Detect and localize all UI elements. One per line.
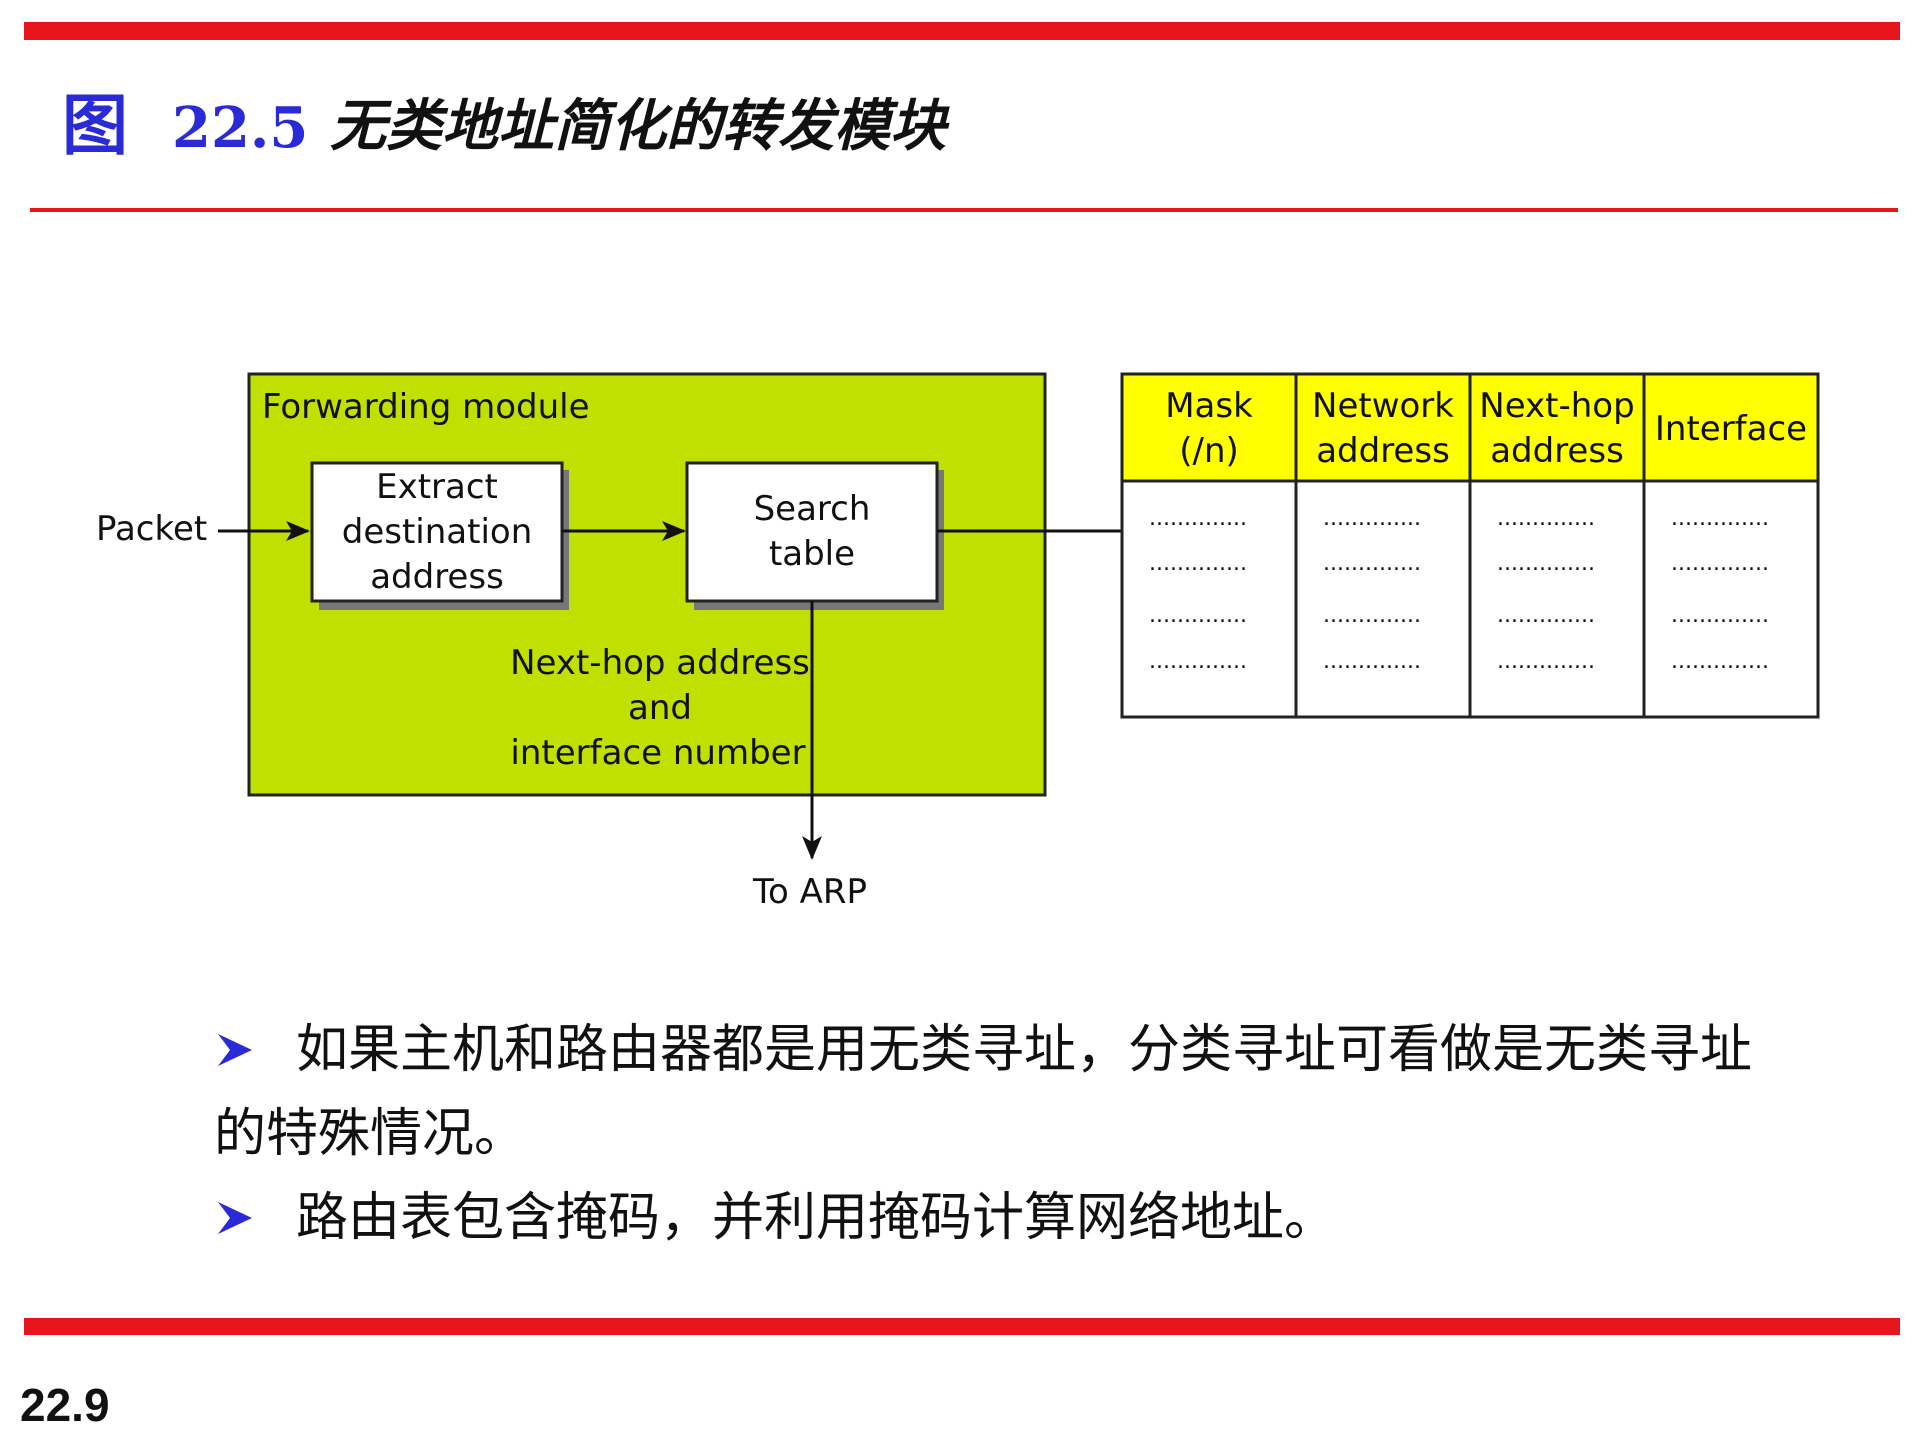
bullet-text: 路由表包含掩码，并利用掩码计算网络地址。 [296,1188,1337,1248]
to-arp-label: To ARP [752,872,867,912]
routing-table: Mask (/n) Network address Next-hop addre… [1120,372,1820,719]
header-mask-line-2: (/n) [1179,431,1239,471]
output-label-line-3: interface number [510,733,805,773]
header-interface: Interface [1655,409,1807,449]
bullet-item: 如果主机和路由器都是用无类寻址，分类寻址可看做是无类寻址的特殊情况。 [214,1008,1774,1176]
header-network-line-1: Network [1312,386,1454,426]
extract-line-1: Extract [376,467,498,507]
figure-number: 22.5 [172,95,309,161]
header-nexthop-line-1: Next-hop [1479,386,1634,426]
header-network-line-2: address [1316,431,1450,471]
table-cell: .............. [1323,506,1421,531]
extract-line-3: address [370,557,504,597]
extract-line-2: destination [342,512,533,552]
table-cell: .............. [1323,649,1421,674]
table-cell: .............. [1149,506,1247,531]
table-body: .............. .............. ..........… [1149,506,1769,674]
search-table-box [685,461,939,603]
figure-label: 图 [62,86,128,164]
table-cell: .............. [1323,603,1421,628]
figure-title: 无类地址简化的转发模块 [330,93,946,159]
table-cell: .............. [1671,551,1769,576]
top-accent-bar [24,22,1900,40]
table-cell: .............. [1497,649,1595,674]
table-cell: .............. [1497,551,1595,576]
output-label-line-1: Next-hop address [510,643,810,683]
table-cell: .............. [1671,506,1769,531]
bullet-text: 如果主机和路由器都是用无类寻址，分类寻址可看做是无类寻址的特殊情况。 [214,1020,1753,1164]
module-label: Forwarding module [262,387,590,427]
page-number: 22.9 [20,1379,110,1431]
table-cell: .............. [1671,649,1769,674]
table-cell: .............. [1497,506,1595,531]
search-line-2: table [769,534,855,574]
arrow-bullet-icon [218,1034,252,1066]
packet-label: Packet [96,509,207,549]
table-cell: .............. [1149,649,1247,674]
table-cell: .............. [1149,603,1247,628]
output-label-line-2: and [628,688,692,728]
search-line-1: Search [754,489,871,529]
header-nexthop-line-2: address [1490,431,1624,471]
header-mask-line-1: Mask [1165,386,1253,426]
bottom-accent-bar [24,1318,1900,1335]
table-cell: .............. [1671,603,1769,628]
table-cell: .............. [1323,551,1421,576]
title-rule [30,208,1898,212]
bullet-item: 路由表包含掩码，并利用掩码计算网络地址。 [214,1176,1774,1260]
table-cell: .............. [1497,603,1595,628]
arrow-bullet-icon [218,1202,252,1234]
table-cell: .............. [1149,551,1247,576]
